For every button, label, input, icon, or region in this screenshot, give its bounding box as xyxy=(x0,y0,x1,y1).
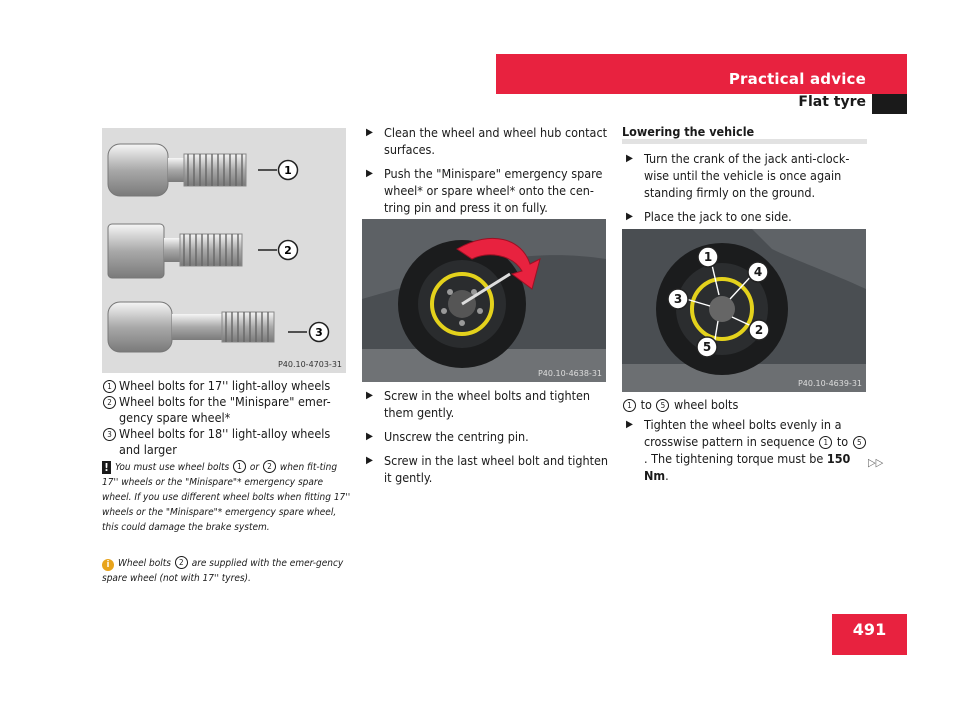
triangle-right-icon: ▶ xyxy=(366,168,373,179)
warning-note: !You must use wheel bolts 1 or 2 when fi… xyxy=(102,460,351,533)
sequence-callout: 1 xyxy=(704,250,712,264)
spare-wheel-image: P40.10-4638-31 xyxy=(362,219,606,382)
number-circle-icon: 1 xyxy=(233,460,247,473)
legend-text: Wheel bolts for the "Minispare" emer-gen… xyxy=(119,394,331,425)
step-item: ▶Tighten the wheel bolts evenly in a cro… xyxy=(622,416,870,484)
step-item: ▶Place the jack to one side. xyxy=(626,209,792,224)
heading-rule xyxy=(622,139,867,144)
subsection-title: Flat tyre xyxy=(798,94,866,110)
sequence-callout: 5 xyxy=(703,340,711,354)
steps-list-top: ▶Clean the wheel and wheel hub contact s… xyxy=(362,124,610,223)
torque-value: 150 Nm xyxy=(644,451,851,483)
sequence-callout: 4 xyxy=(754,265,762,279)
step-item: ▶Screw in the last wheel bolt and tighte… xyxy=(366,453,609,485)
triangle-right-icon: ▶ xyxy=(366,431,373,442)
image-code: P40.10-4638-31 xyxy=(537,369,602,378)
number-circle-icon: 2 xyxy=(103,396,116,409)
section-title: Practical advice xyxy=(728,70,866,88)
bolt-callout: 1 xyxy=(284,164,292,177)
sequence-legend: 1 to 5 wheel bolts xyxy=(622,396,870,413)
sequence-callout: 2 xyxy=(755,323,763,337)
triangle-right-icon: ▶ xyxy=(366,127,373,138)
legend-text: Wheel bolts for 18'' light-alloy wheels … xyxy=(119,426,331,457)
number-circle-icon: 2 xyxy=(262,460,276,473)
section-heading: Lowering the vehicle xyxy=(622,124,755,139)
step-item: ▶Push the "Minispare" emergency spare wh… xyxy=(366,166,603,215)
exclamation-icon: ! xyxy=(102,461,111,474)
subsection-marker xyxy=(872,94,907,114)
bolt-callout: 2 xyxy=(284,244,292,257)
number-circle-icon: 5 xyxy=(656,399,670,412)
page-number-box xyxy=(832,614,907,655)
number-circle-icon: 2 xyxy=(174,556,188,569)
page-number: 491 xyxy=(852,620,887,639)
step-item: ▶Clean the wheel and wheel hub contact s… xyxy=(366,125,608,157)
sequence-callout: 3 xyxy=(674,292,682,306)
number-circle-icon: 3 xyxy=(103,428,116,441)
number-circle-icon: 1 xyxy=(819,436,833,449)
tightening-step: ▶Tighten the wheel bolts evenly in a cro… xyxy=(622,416,870,491)
triangle-right-icon: ▶ xyxy=(366,455,373,466)
header-bar xyxy=(496,54,907,94)
number-circle-icon: 1 xyxy=(623,399,636,412)
step-item: ▶Turn the crank of the jack anti-clock-w… xyxy=(626,151,850,200)
info-icon: i xyxy=(102,559,114,571)
step-item: ▶Unscrew the centring pin. xyxy=(366,429,529,444)
triangle-right-icon: ▶ xyxy=(626,419,633,430)
steps-list-bottom: ▶Screw in the wheel bolts and tighten th… xyxy=(362,387,610,493)
step-item: ▶Screw in the wheel bolts and tighten th… xyxy=(366,388,591,420)
triangle-right-icon: ▶ xyxy=(626,211,633,222)
image-code: P40.10-4703-31 xyxy=(277,360,342,369)
bolt-callout: 3 xyxy=(315,326,323,339)
wheel-bolts-image: 1 2 3 P40.10-4703-31 xyxy=(102,128,346,373)
number-circle-icon: 1 xyxy=(103,380,116,393)
triangle-right-icon: ▶ xyxy=(626,153,633,164)
triangle-right-icon: ▶ xyxy=(366,390,373,401)
wheel-bolts-sequence-image: 1 4 3 2 5 P40.10-4639-31 xyxy=(622,229,866,392)
lowering-steps: ▶Turn the crank of the jack anti-clock-w… xyxy=(622,150,870,232)
legend-text: Wheel bolts for 17'' light-alloy wheels xyxy=(119,378,331,393)
image-code: P40.10-4639-31 xyxy=(797,379,862,388)
number-circle-icon: 5 xyxy=(852,436,866,449)
continue-icon: ▷▷ xyxy=(868,456,884,469)
